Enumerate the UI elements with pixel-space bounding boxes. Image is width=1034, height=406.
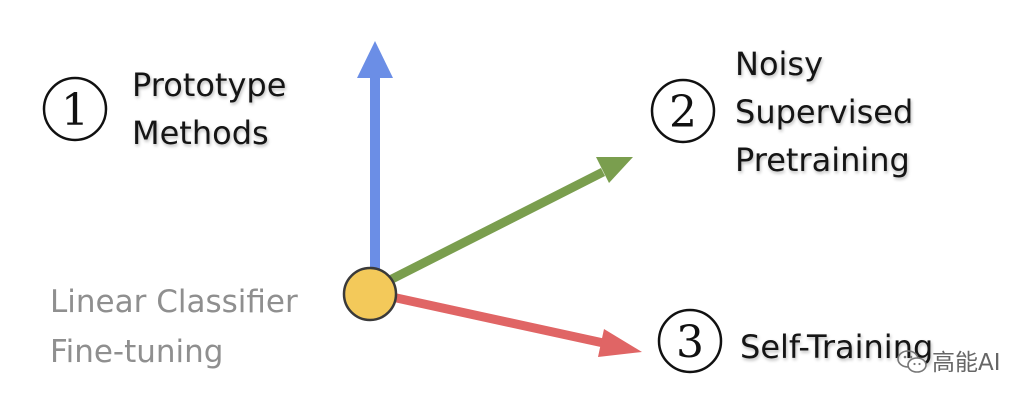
label-line: Self-Training bbox=[740, 328, 934, 366]
number-badge-1: 1 bbox=[42, 76, 108, 142]
label-line: Pretraining bbox=[735, 141, 910, 179]
number-3-text: 3 bbox=[676, 317, 704, 368]
label-prototype-methods: Prototype Methods bbox=[132, 61, 286, 157]
label-line: Supervised bbox=[735, 93, 914, 131]
wechat-icon bbox=[897, 350, 927, 373]
origin-label: Linear Classifier Fine-tuning bbox=[50, 277, 298, 377]
label-noisy-supervised-pretraining: Noisy Supervised Pretraining bbox=[735, 40, 913, 184]
number-badge-2: 2 bbox=[650, 78, 716, 144]
label-line: Noisy bbox=[735, 45, 824, 83]
number-1-text: 1 bbox=[61, 85, 89, 136]
label-line: Methods bbox=[132, 114, 269, 152]
arrow-noisy-supervised-pretraining bbox=[385, 157, 633, 286]
label-line: Prototype bbox=[132, 66, 287, 104]
origin-label-line: Linear Classifier bbox=[50, 284, 298, 320]
origin-circle bbox=[342, 266, 398, 322]
origin-label-line: Fine-tuning bbox=[50, 334, 224, 370]
number-badge-3: 3 bbox=[657, 308, 723, 374]
watermark-text: 高能AI bbox=[932, 350, 1001, 376]
label-self-training: Self-Training bbox=[740, 323, 933, 371]
arrow-self-training bbox=[391, 292, 642, 357]
arrow-prototype-methods bbox=[357, 41, 393, 270]
number-2-text: 2 bbox=[669, 87, 697, 138]
watermark: 高能AI bbox=[896, 344, 1012, 382]
